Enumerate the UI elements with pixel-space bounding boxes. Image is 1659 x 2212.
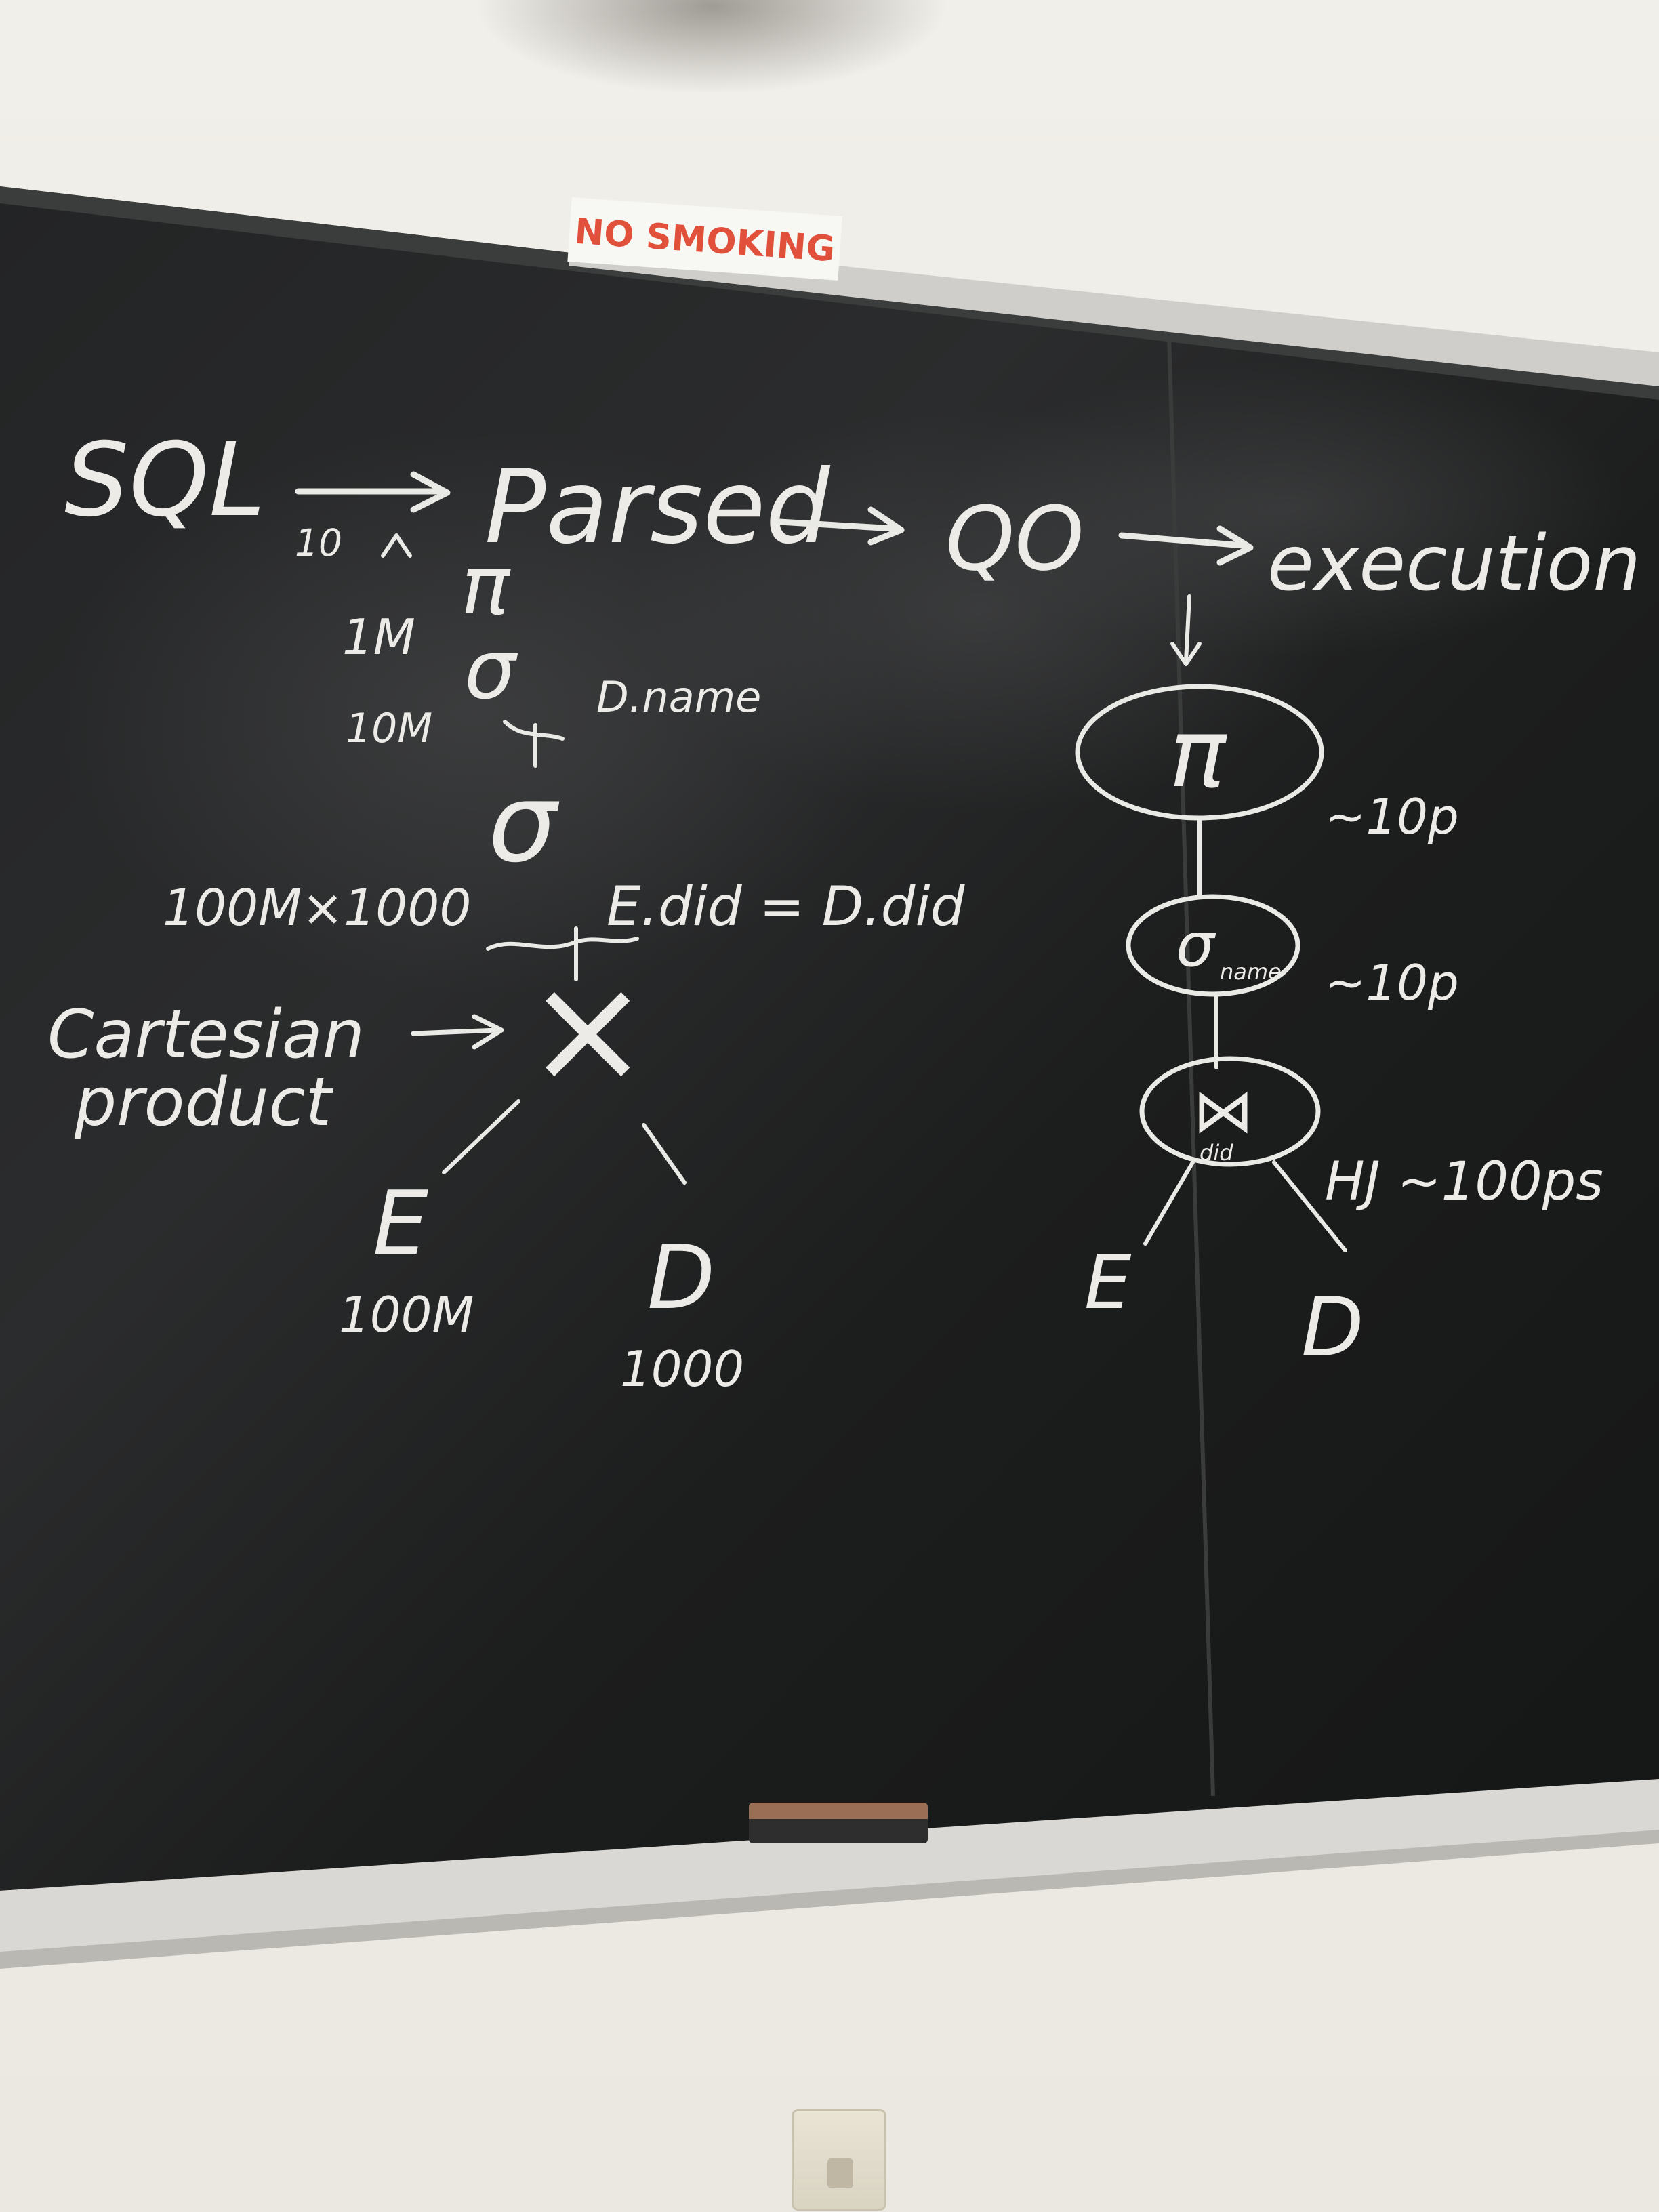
plan-node	[1139, 1056, 1321, 1167]
relation-e: E	[373, 1172, 428, 1275]
join-sub-label: did	[1200, 1140, 1233, 1166]
relation-d: D	[647, 1226, 715, 1329]
selection-symbol: σ	[1176, 909, 1216, 981]
map-rail	[569, 237, 1659, 386]
size-d-label: 1000	[620, 1340, 744, 1397]
left-query-tree: π 1M σ D.name 10M σ E.did = D.did 100M×1…	[47, 539, 966, 1397]
cost-label: ~10p	[1325, 788, 1459, 845]
arrow-up-icon	[381, 533, 412, 558]
light-switch-plate	[792, 2109, 886, 2211]
light-switch[interactable]	[827, 2158, 853, 2188]
qo-label: QO	[945, 487, 1084, 590]
tree-edge	[503, 720, 565, 768]
sql-label: SQL	[64, 422, 266, 539]
cost-label: HJ ~100ps	[1325, 1151, 1603, 1212]
cost-label: ~10p	[1325, 954, 1459, 1011]
size-e-label: 100M	[339, 1286, 474, 1343]
parsed-label: Parsed	[485, 449, 830, 567]
selection-sub-label: name	[1220, 959, 1282, 985]
projection-symbol: π	[1169, 699, 1228, 809]
eraser-felt	[749, 1803, 928, 1820]
cross-product-symbol: ×	[525, 943, 650, 1116]
join-symbol: ⋈	[1193, 1076, 1254, 1147]
eraser-smudge	[949, 359, 1626, 657]
eraser	[749, 1819, 928, 1843]
io-mark: 10	[295, 521, 342, 565]
selection-symbol: σ	[488, 760, 560, 886]
arrow-icon	[776, 506, 905, 546]
arrow-icon	[295, 471, 451, 513]
relation-e: E	[1084, 1239, 1132, 1326]
arrow-icon	[1118, 525, 1254, 566]
size-10m-label: 10M	[346, 705, 432, 752]
relation-d: D	[1301, 1281, 1364, 1375]
arrow-down-icon	[1170, 594, 1202, 666]
tree-edge	[1143, 1160, 1195, 1246]
tree-edge	[1272, 1160, 1347, 1252]
tree-edge	[486, 926, 639, 981]
selection-label: E.did = D.did	[607, 875, 966, 938]
chalk-tray-edge	[0, 1830, 1659, 1969]
tree-edge	[442, 1099, 520, 1174]
projection-symbol: π	[461, 539, 511, 633]
tree-edge	[642, 1123, 687, 1185]
selection-symbol: σ	[464, 623, 518, 718]
plan-node	[1126, 894, 1300, 997]
cartesian-label: product	[74, 1064, 334, 1141]
size-1m-label: 1M	[342, 609, 415, 665]
arrow-icon	[411, 1014, 504, 1050]
execution-plan-label: execution pla	[1267, 520, 1659, 608]
pipeline-row: SQL 10 Parsed QO execution pla	[64, 422, 1659, 608]
right-query-tree: π ~10p σ name ~10p ⋈ did HJ ~100ps E D	[1075, 594, 1603, 1375]
cartesian-label: Cartesian	[47, 996, 365, 1073]
chalk-tray	[0, 1779, 1659, 1952]
no-smoking-sign: NO SMOKING	[567, 197, 843, 281]
selection-label: D.name	[596, 672, 761, 722]
size-product-label: 100M×1000	[163, 879, 471, 937]
